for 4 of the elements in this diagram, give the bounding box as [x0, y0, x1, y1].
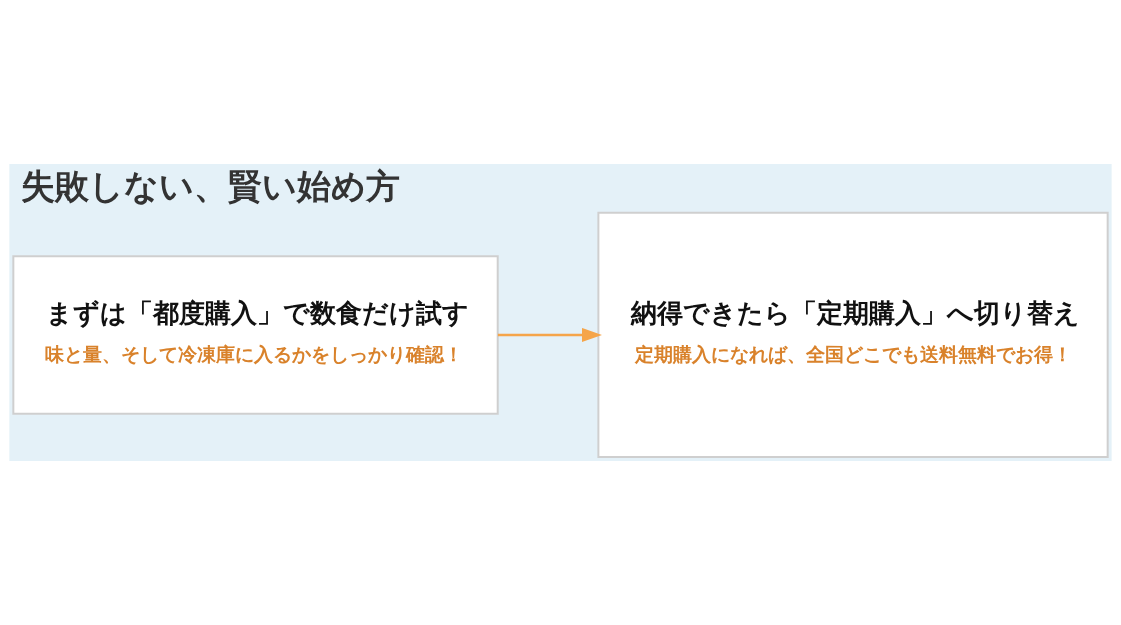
- node-box: まずは「都度購入」で数食だけ試す 味と量、そして冷凍庫に入るかをしっかり確認！: [12, 255, 499, 415]
- node-box: 納得できたら「定期購入」へ切り替え 定期購入になれば、全国どこでも送料無料でお得！: [597, 211, 1109, 458]
- arrow: [497, 327, 602, 342]
- diagram-title: 失敗しない、賢い始め方: [21, 167, 401, 207]
